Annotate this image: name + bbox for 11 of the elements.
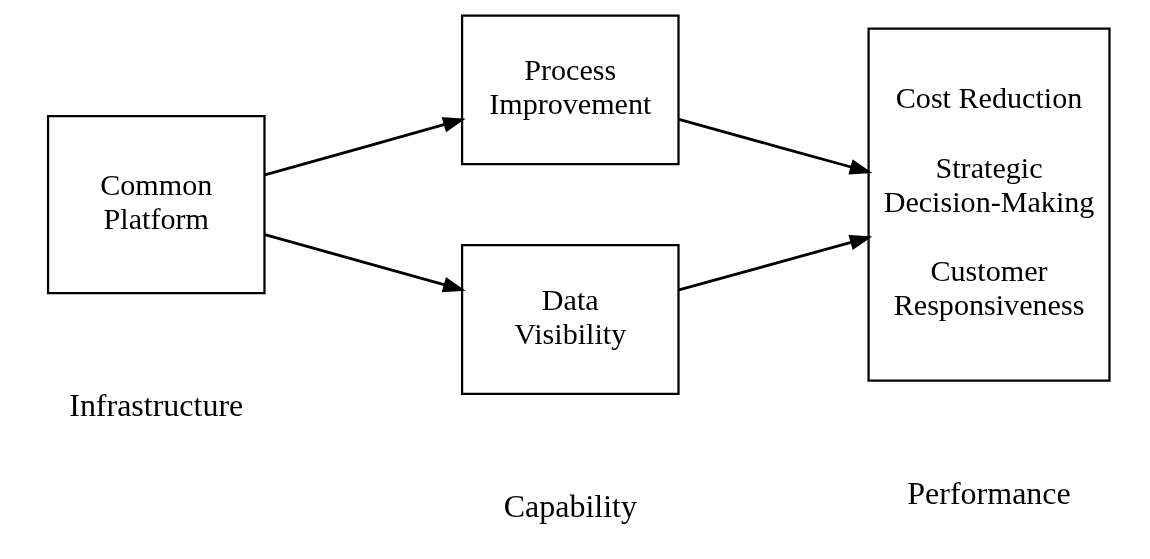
arrow — [678, 118, 873, 175]
label: Performance — [907, 475, 1071, 512]
node-box: Cost Reduction Strategic Decision-Making Customer Responsiveness — [867, 27, 1111, 382]
arrow — [678, 234, 873, 292]
arrow — [264, 233, 466, 293]
label: Capability — [503, 488, 637, 525]
arrow — [264, 117, 466, 177]
node-box: Common Platform — [46, 115, 266, 295]
node-box: Data Visibility — [460, 244, 680, 395]
node-box: Process Improvement — [460, 14, 680, 166]
label: Infrastructure — [69, 386, 244, 423]
